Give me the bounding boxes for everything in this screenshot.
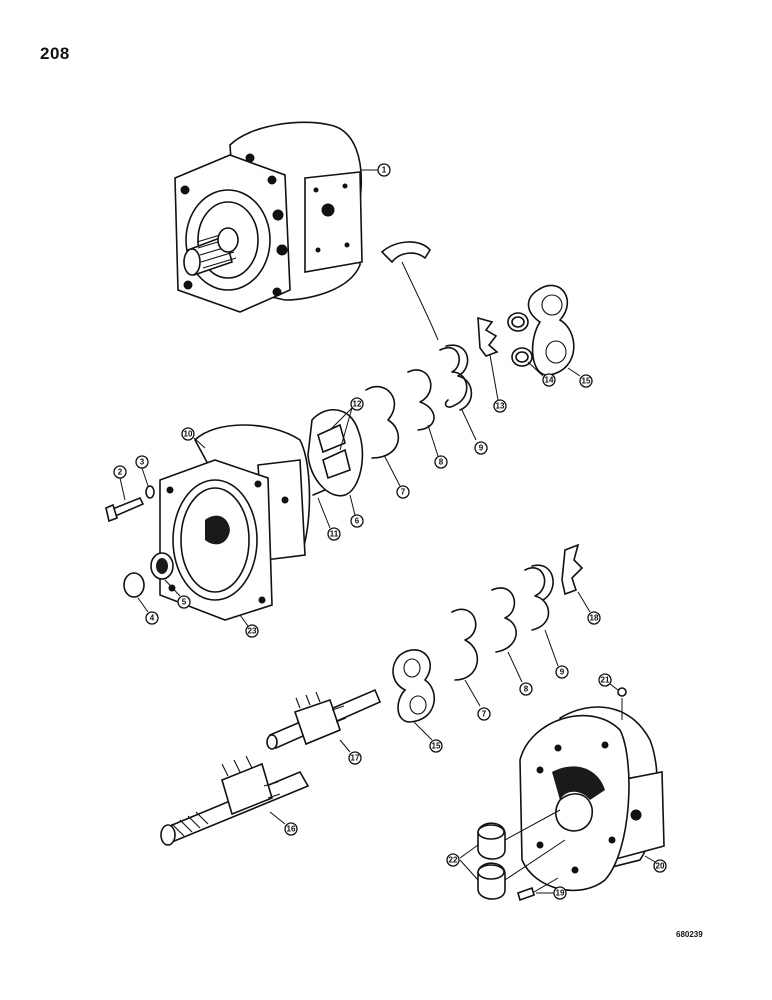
callout-8-upper: 8 xyxy=(427,424,448,469)
upper-seal-group xyxy=(439,284,575,411)
svg-text:21: 21 xyxy=(601,676,610,685)
seal-8-upper xyxy=(407,369,435,431)
port-seal-detail xyxy=(380,241,439,341)
check-ball xyxy=(617,687,627,720)
svg-text:18: 18 xyxy=(590,614,599,623)
svg-text:7: 7 xyxy=(482,710,487,719)
svg-text:4: 4 xyxy=(150,614,155,623)
callout-4: 4 xyxy=(137,597,159,625)
svg-text:10: 10 xyxy=(184,430,193,439)
svg-text:3: 3 xyxy=(140,458,145,467)
callout-11: 11 xyxy=(317,497,341,541)
callout-6: 6 xyxy=(349,494,364,528)
shaft-seal xyxy=(150,552,174,580)
front-housing xyxy=(159,424,311,621)
callout-15-upper: 15 xyxy=(567,367,593,388)
callout-20: 20 xyxy=(644,855,667,873)
gasket-12-with-bushings xyxy=(307,408,364,497)
svg-text:5: 5 xyxy=(182,598,187,607)
svg-text:15: 15 xyxy=(582,377,591,386)
page-number: 208 xyxy=(40,44,70,63)
callout-15-lower: 15 xyxy=(413,721,443,753)
svg-text:11: 11 xyxy=(330,530,339,539)
drive-gear-shaft xyxy=(160,755,310,846)
lock-washer xyxy=(145,485,155,499)
callout-17: 17 xyxy=(339,739,362,765)
svg-text:22: 22 xyxy=(449,856,458,865)
svg-text:15: 15 xyxy=(432,742,441,751)
callout-16: 16 xyxy=(269,811,298,836)
dowel-19 xyxy=(517,877,559,902)
backup-gasket-7-upper xyxy=(365,385,400,459)
callout-1: 1 xyxy=(360,163,391,177)
figure-code: 680239 xyxy=(676,930,703,939)
svg-text:2: 2 xyxy=(118,468,123,477)
callout-14: 14 xyxy=(527,361,556,387)
svg-text:1: 1 xyxy=(382,166,387,175)
callout-3: 3 xyxy=(135,455,149,487)
callout-7-upper: 7 xyxy=(383,454,410,499)
svg-text:23: 23 xyxy=(248,627,257,636)
svg-text:9: 9 xyxy=(560,668,565,677)
callout-9-lower: 9 xyxy=(544,629,569,679)
svg-text:16: 16 xyxy=(287,825,296,834)
svg-text:6: 6 xyxy=(355,517,360,526)
svg-text:8: 8 xyxy=(439,458,444,467)
svg-text:20: 20 xyxy=(656,862,665,871)
svg-text:7: 7 xyxy=(401,488,406,497)
callout-7-lower: 7 xyxy=(464,679,491,721)
pump-assembly xyxy=(174,121,363,313)
svg-text:8: 8 xyxy=(524,685,529,694)
callout-19: 19 xyxy=(536,886,567,900)
dowel-pin xyxy=(312,489,326,496)
cap-screw xyxy=(105,496,145,523)
callout-8-lower: 8 xyxy=(507,651,533,696)
bushings-22 xyxy=(477,809,566,900)
rear-housing xyxy=(519,706,665,892)
retaining-ring xyxy=(123,572,145,598)
callout-21: 21 xyxy=(598,673,619,691)
callout-10: 10 xyxy=(181,427,206,449)
callout-12: 12 xyxy=(329,397,364,451)
callout-5: 5 xyxy=(164,579,191,609)
callout-2: 2 xyxy=(113,465,127,501)
svg-text:12: 12 xyxy=(353,400,362,409)
callout-22: 22 xyxy=(446,844,479,881)
driven-gear xyxy=(266,688,382,750)
callout-9-upper: 9 xyxy=(461,409,488,455)
svg-text:9: 9 xyxy=(479,444,484,453)
callout-23: 23 xyxy=(239,614,259,638)
callout-13: 13 xyxy=(489,354,507,413)
lower-seal-group xyxy=(392,543,584,723)
svg-text:13: 13 xyxy=(496,402,505,411)
svg-text:19: 19 xyxy=(556,889,565,898)
svg-text:14: 14 xyxy=(545,376,554,385)
svg-text:17: 17 xyxy=(351,754,360,763)
callout-18: 18 xyxy=(577,591,601,625)
